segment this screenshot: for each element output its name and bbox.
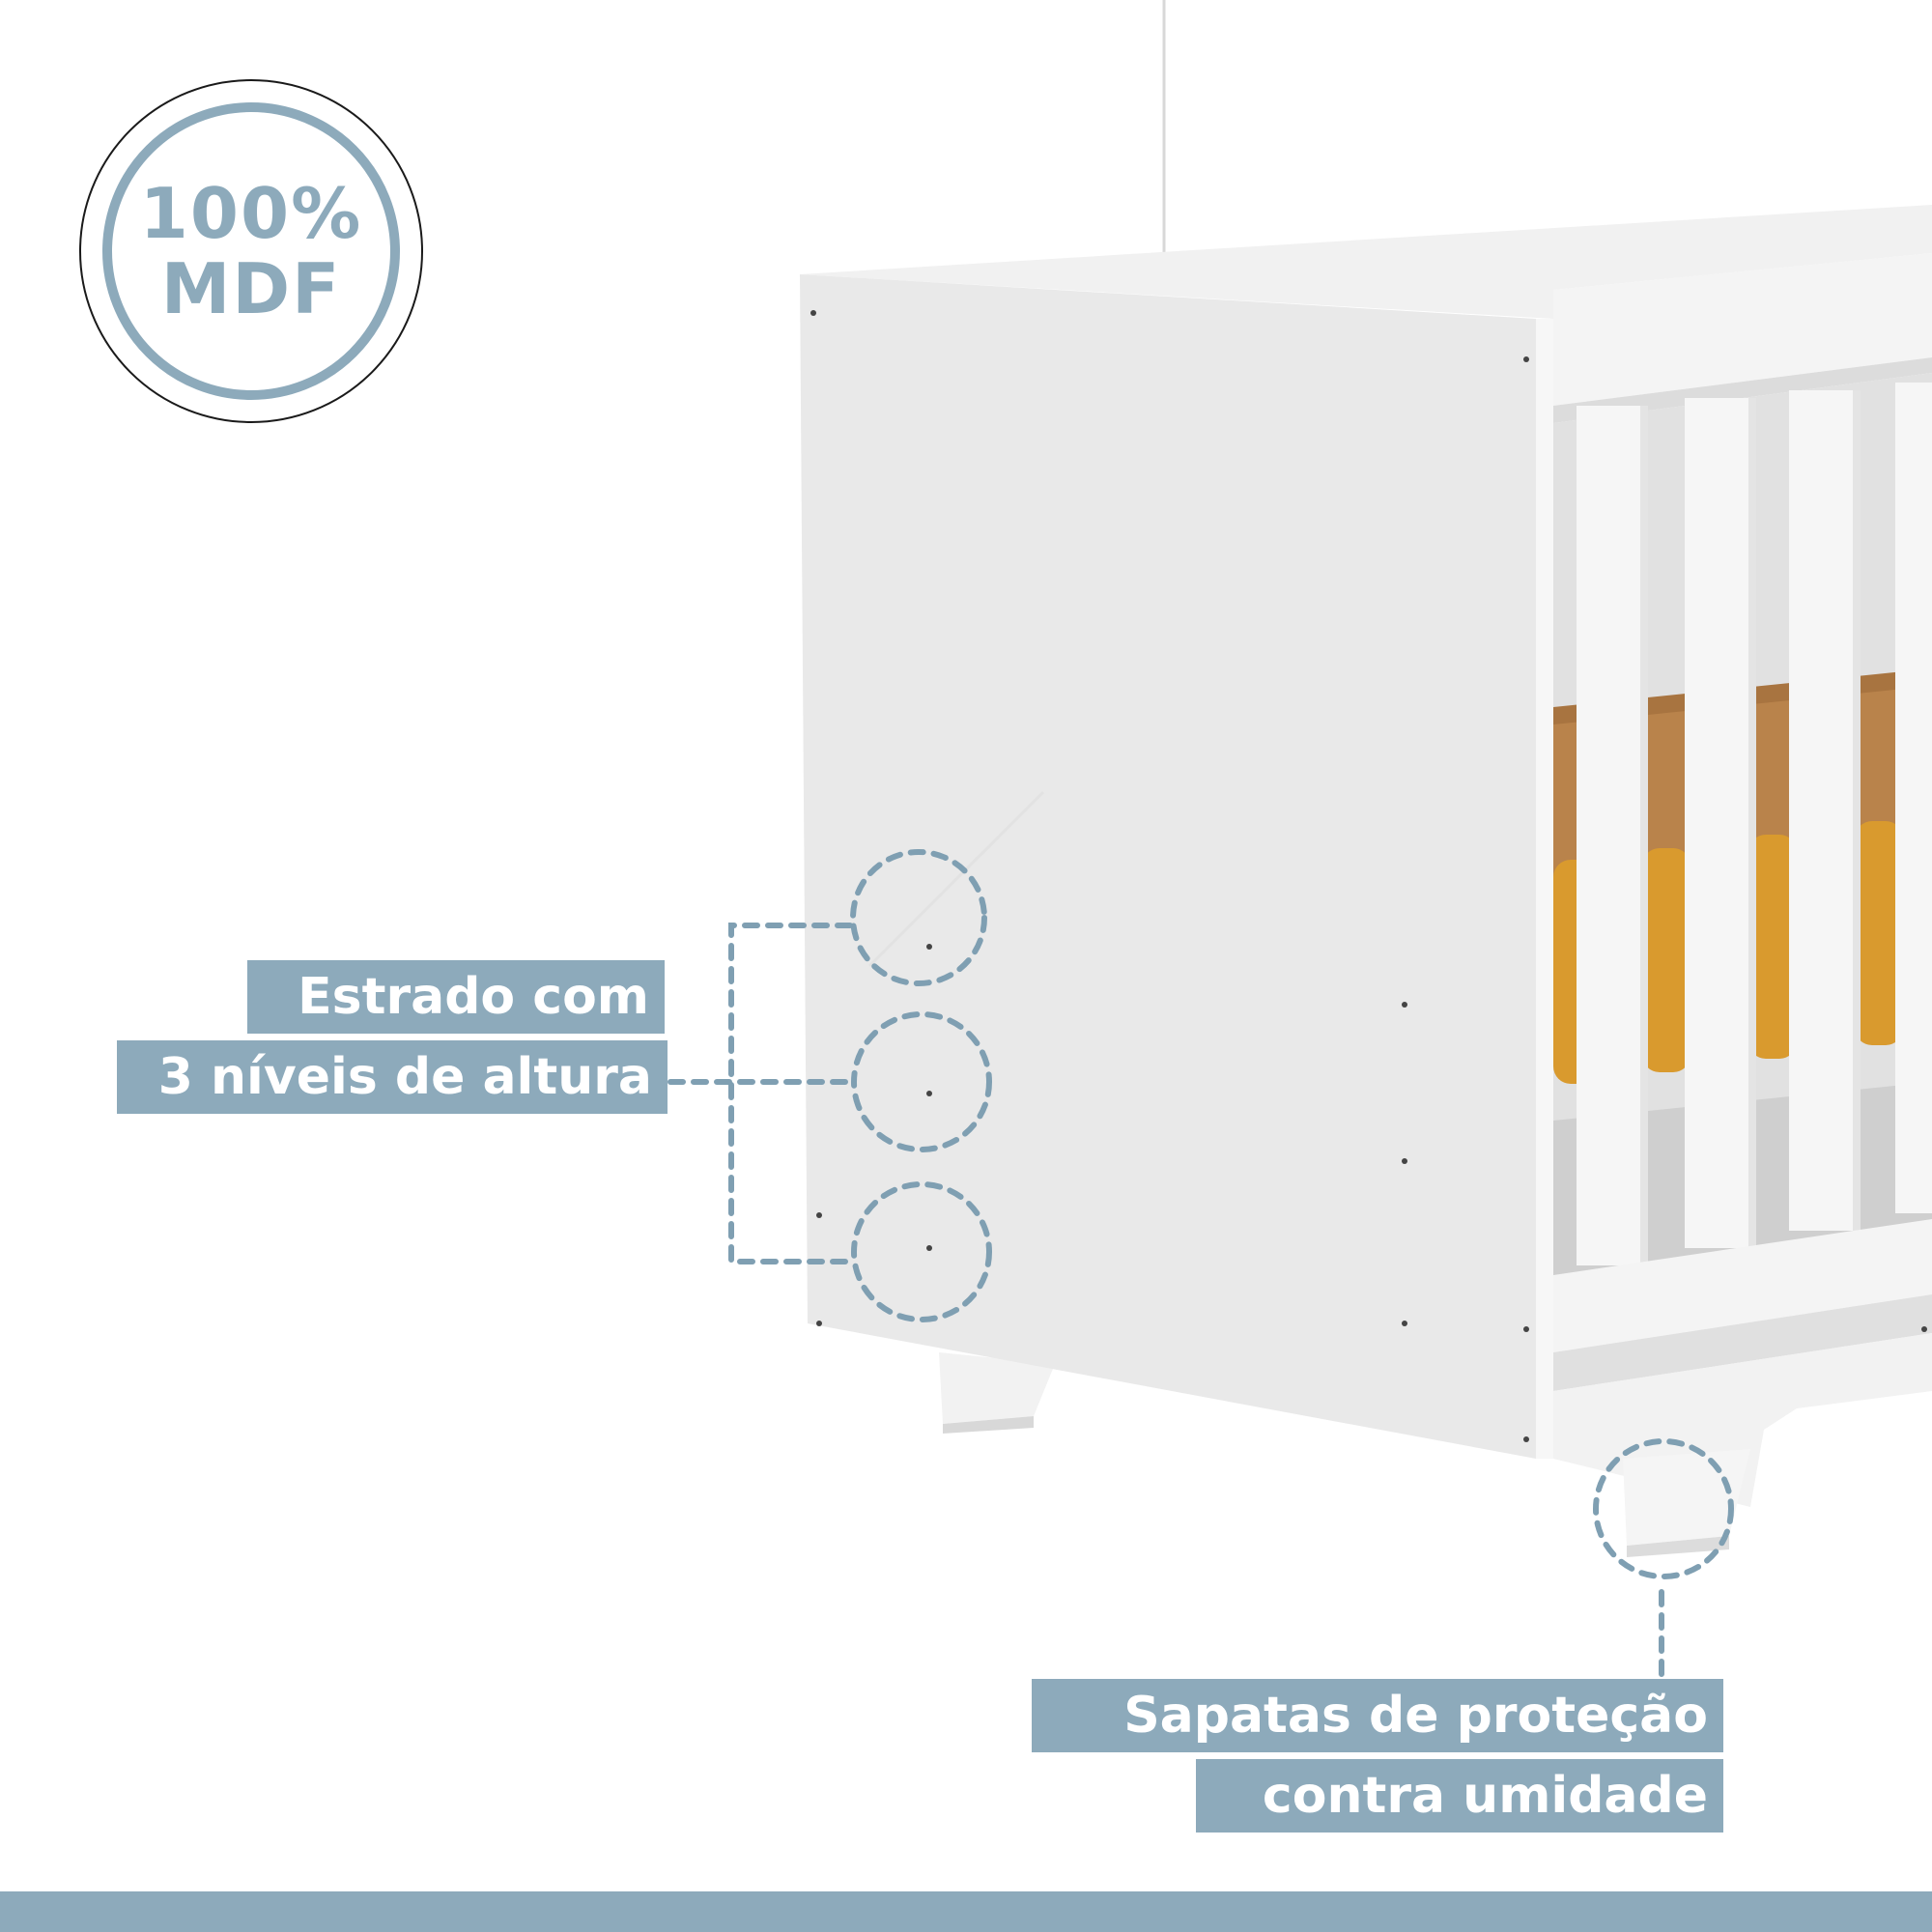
crib-leg: [939, 1352, 1055, 1424]
badge-percent: 100%: [139, 173, 363, 254]
crib-slat: [1895, 383, 1932, 1213]
height-level-marker: [851, 1011, 992, 1152]
leg-marker: [1593, 1438, 1734, 1579]
callout-sapatas-line1: Sapatas de proteção: [1032, 1679, 1723, 1752]
callout-sapatas-lines: [1593, 1438, 1734, 1680]
bumper-pad: [1642, 848, 1690, 1072]
height-level-marker: [850, 849, 987, 986]
crib-slat: [1685, 398, 1748, 1248]
crib-slat: [1577, 406, 1640, 1265]
callout-estrado-line2: 3 níveis de altura: [117, 1040, 668, 1114]
height-level-marker: [851, 1181, 992, 1322]
mdf-badge-ring: 100% MDF: [102, 102, 400, 400]
mdf-badge: 100% MDF: [79, 79, 423, 423]
callout-estrado-line1: Estrado com: [247, 960, 665, 1034]
crib-bottom-rail: [1553, 1219, 1932, 1352]
bottom-accent-bar: [0, 1891, 1932, 1932]
bumper-pad: [1748, 835, 1797, 1059]
crib-leg: [1623, 1449, 1750, 1546]
bumper-pad: [1855, 821, 1903, 1045]
callout-estrado-lines: [668, 849, 992, 1322]
crib-slat: [1789, 390, 1853, 1231]
callout-sapatas-line2: contra umidade: [1196, 1759, 1723, 1833]
crib-top-rail: [800, 205, 1932, 319]
crib-end-panel: [800, 274, 1536, 1459]
badge-material: MDF: [160, 248, 342, 329]
